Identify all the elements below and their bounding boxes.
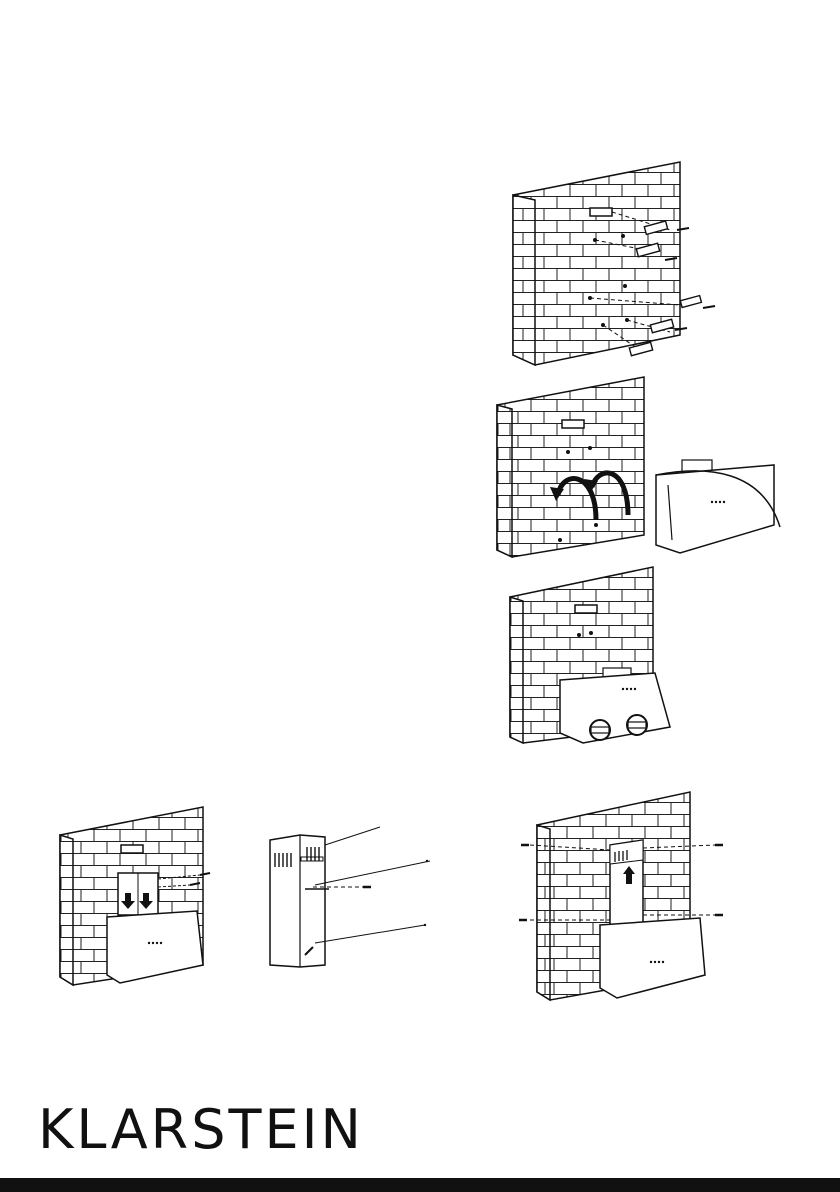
figure-step-fix-hood-screws	[505, 565, 680, 745]
figure-step-insert-duct	[55, 805, 230, 990]
figure-step-fix-chimney-cover	[515, 790, 735, 1015]
footer-bar	[0, 1178, 840, 1192]
figure-step-hang-hood	[492, 375, 792, 560]
brand-logo: KLARSTEIN	[38, 1100, 364, 1160]
figure-step-drill-and-dowels	[505, 160, 725, 370]
figure-step-duct-cover-parts	[265, 815, 490, 975]
